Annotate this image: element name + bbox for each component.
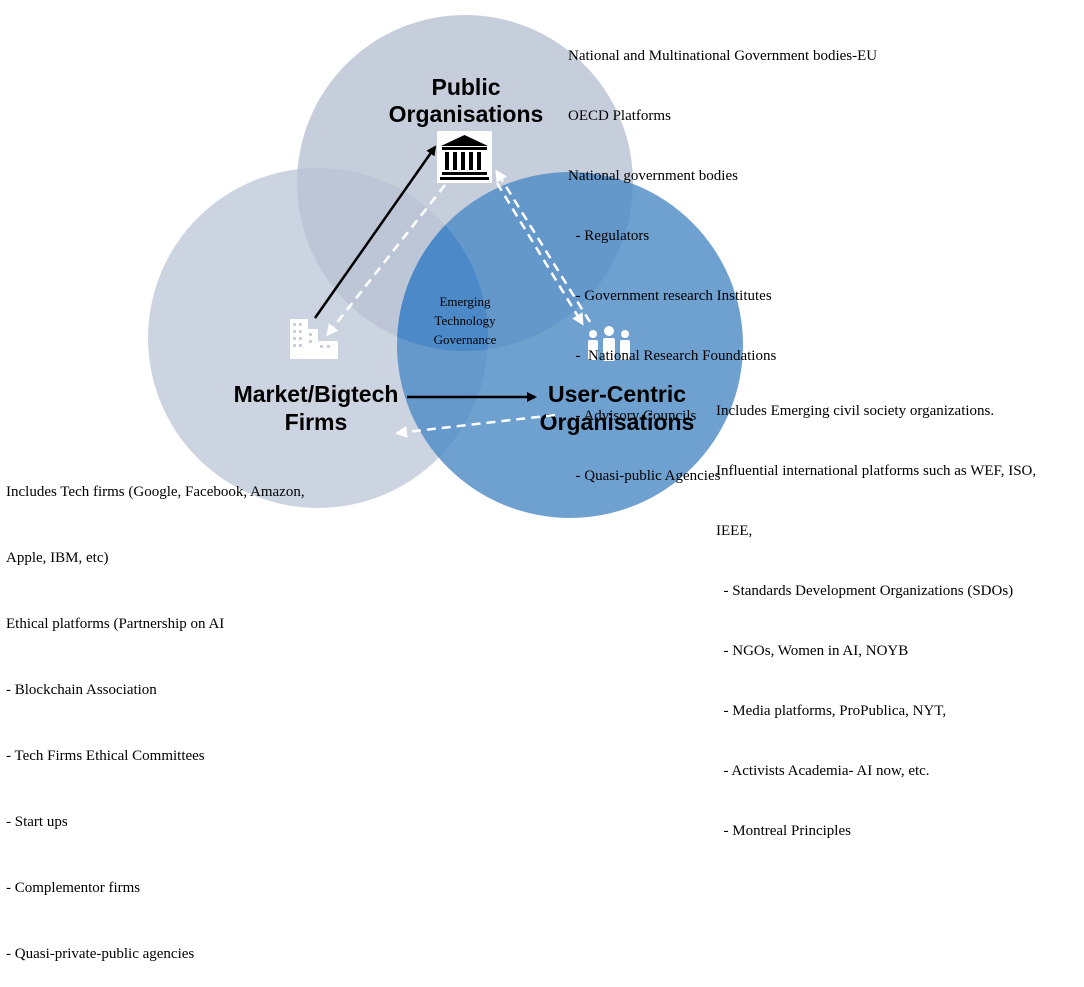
public-note: - Government research Institutes <box>568 288 772 304</box>
office-buildings-icon <box>290 319 338 359</box>
market-note: Apple, IBM, etc) <box>6 550 109 566</box>
center-label-line1: Emerging <box>439 294 491 309</box>
market-note: Includes Tech firms (Google, Facebook, A… <box>6 484 305 500</box>
public-note: National government bodies <box>568 168 738 184</box>
dashed-arrow-public-to-user <box>495 182 584 326</box>
user-note: IEEE, <box>716 523 753 539</box>
public-note: - Regulators <box>568 228 650 244</box>
market-title-line1: Market/Bigtech <box>234 381 399 407</box>
public-note: - Quasi-public Agencies <box>568 468 721 484</box>
public-note: - Advisory Councils <box>568 408 697 424</box>
user-note: Influential international platforms such… <box>716 463 1037 479</box>
public-note: OECD Platforms <box>568 108 671 124</box>
user-title-line2: Organisations <box>540 409 695 435</box>
user-note: Includes Emerging civil society organiza… <box>716 403 995 419</box>
market-note: - Blockchain Association <box>6 682 157 698</box>
user-note: - NGOs, Women in AI, NOYB <box>716 643 909 659</box>
public-title-line2: Organisations <box>389 101 544 127</box>
people-group-icon <box>588 326 630 361</box>
market-note: - Tech Firms Ethical Committees <box>6 748 205 764</box>
user-centric-circle <box>397 172 743 518</box>
public-title-line1: Public <box>431 74 500 100</box>
user-note: - Media platforms, ProPublica, NYT, <box>716 703 947 719</box>
market-notes: Includes Tech firms (Google, Facebook, A… <box>6 437 305 987</box>
market-title-line2: Firms <box>285 409 348 435</box>
public-note: - National Research Foundations <box>568 348 777 364</box>
user-notes: Includes Emerging civil society organiza… <box>716 361 1036 861</box>
market-note: - Complementor firms <box>6 880 141 896</box>
public-note: National and Multinational Government bo… <box>568 48 878 64</box>
center-label-line2: Technology <box>434 313 496 328</box>
center-label-line3: Governance <box>434 332 497 347</box>
market-note: - Start ups <box>6 814 68 830</box>
user-title-line1: User-Centric <box>548 381 686 407</box>
dashed-arrow-public-to-market <box>326 184 446 337</box>
market-note: Ethical platforms (Partnership on AI <box>6 616 225 632</box>
market-note: - Quasi-private-public agencies <box>6 946 195 962</box>
user-note: - Activists Academia- AI now, etc. <box>716 763 930 779</box>
user-note: - Standards Development Organizations (S… <box>716 583 1014 599</box>
venn-diagram: Public Organisations Market/Bigtech Firm… <box>148 15 743 518</box>
arrow-market-to-public <box>313 145 437 319</box>
government-building-icon <box>437 131 492 183</box>
user-note: - Montreal Principles <box>716 823 851 839</box>
dashed-arrow-user-to-market <box>395 413 556 438</box>
public-notes: National and Multinational Government bo… <box>568 6 877 506</box>
